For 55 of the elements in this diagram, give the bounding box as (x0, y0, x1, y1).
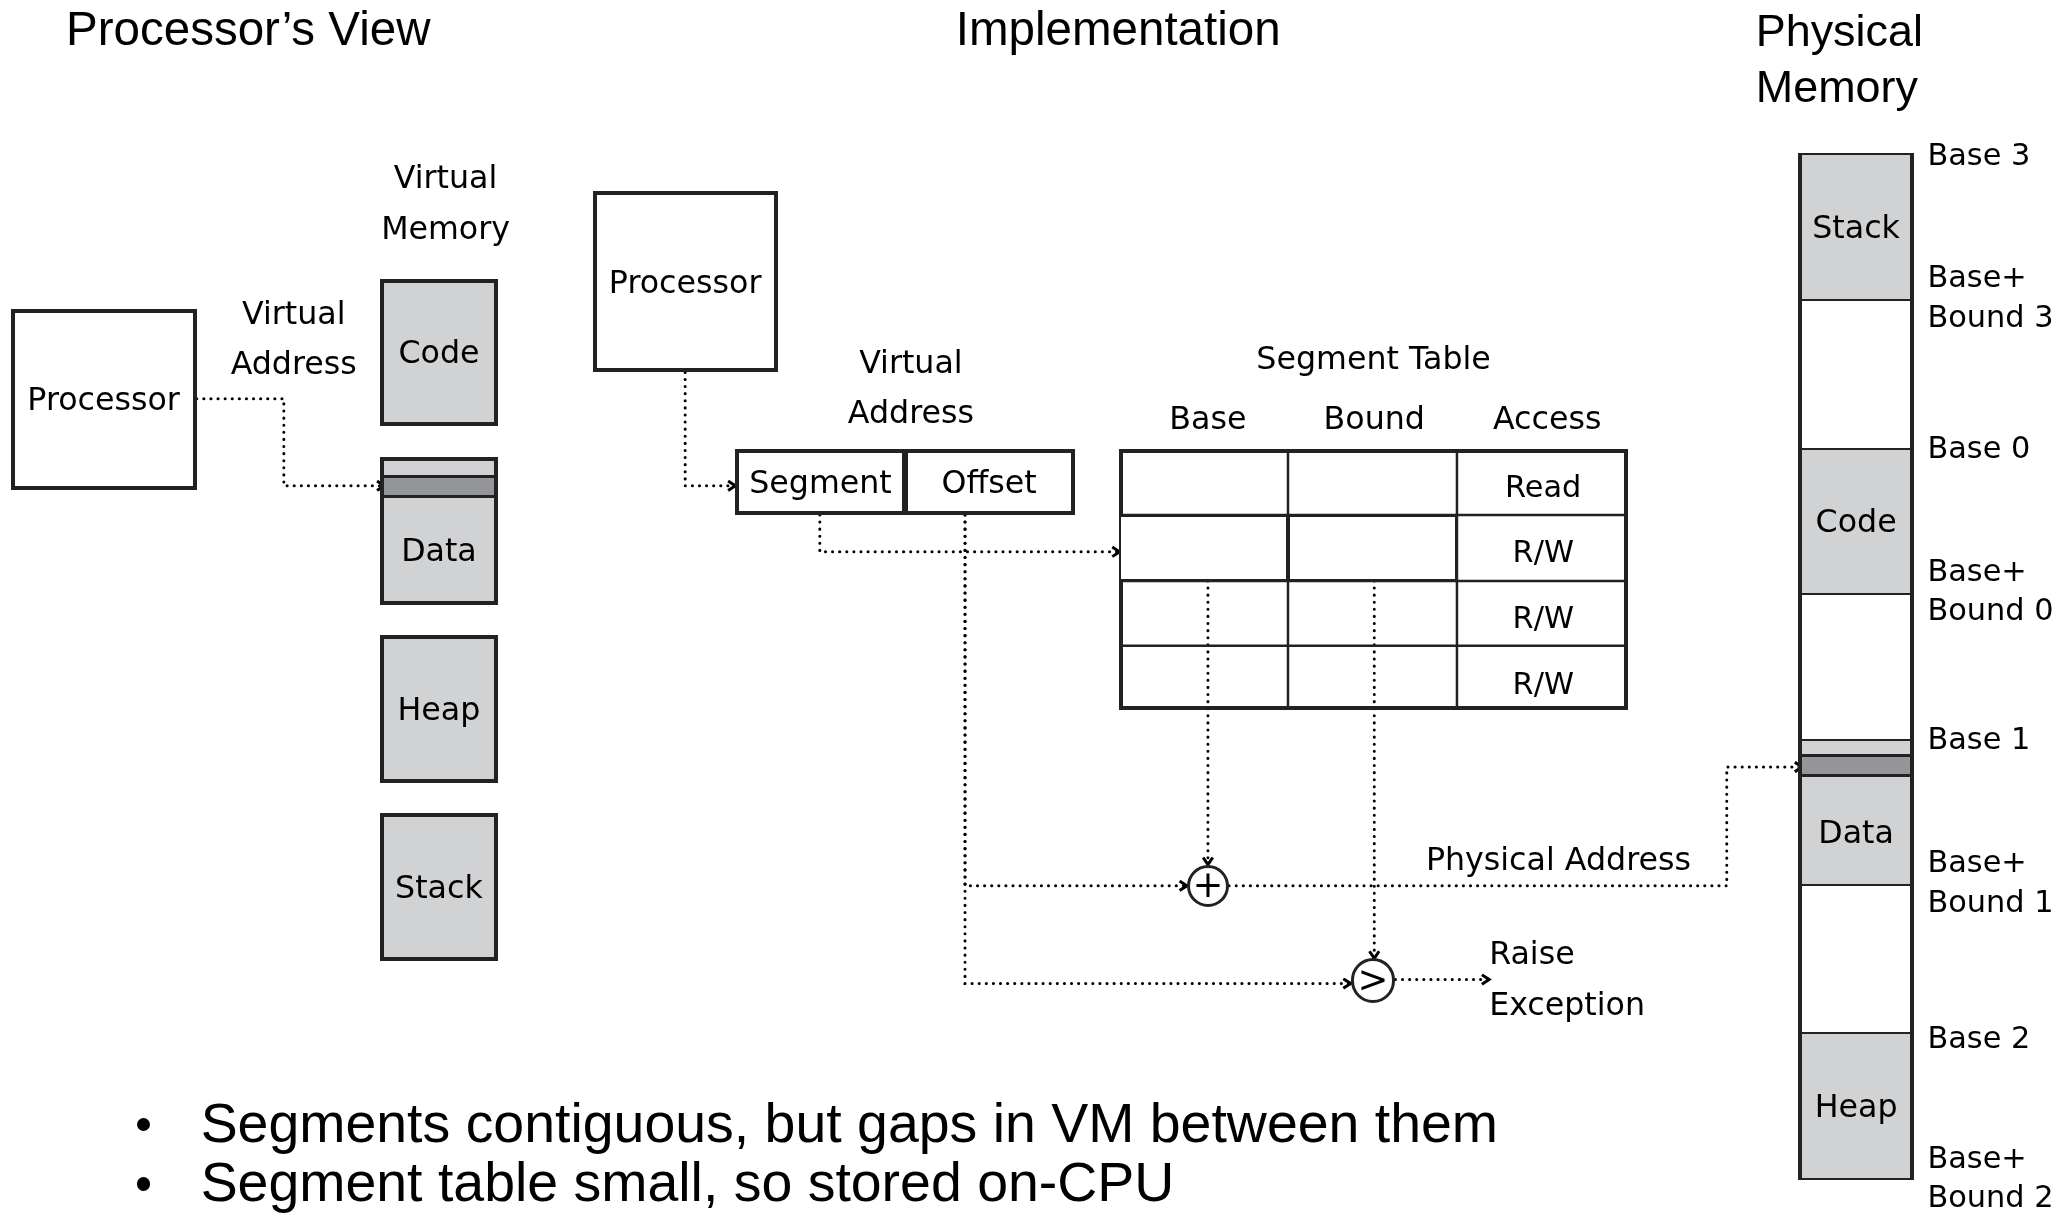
address-label: Base+ Bound 0 (1927, 551, 2055, 629)
table-heading: Segment Table (1255, 338, 1492, 378)
address-label: Base 0 (1927, 428, 2032, 467)
segment-label: Stack (1812, 209, 1900, 246)
address-label: Base+ Bound 3 (1927, 258, 2055, 336)
memory-segment (380, 635, 498, 783)
segment-label: Heap (397, 690, 481, 727)
section-heading: Implementation (955, 2, 1282, 55)
arrow (818, 513, 1121, 559)
segment-label: Code (1815, 503, 1897, 540)
memory-segment (1802, 739, 1911, 886)
address-label: Base 2 (1927, 1018, 2032, 1057)
register-field: Offset (905, 448, 1075, 515)
bullet-point: Segments contiguous, but gaps in VM between them (200, 1092, 1499, 1155)
table-text: R/W (1511, 599, 1575, 638)
segment-label: Heap (1814, 1088, 1898, 1125)
memory-segment (1802, 447, 1911, 596)
segment-label: Data (1818, 814, 1894, 851)
table-text: R/W (1511, 665, 1575, 704)
arrow (1393, 973, 1491, 986)
register-field: Segment (735, 448, 906, 515)
edge-label: Virtual Address (229, 293, 358, 384)
address-label: Base 3 (1927, 135, 2032, 174)
memory-segment (1802, 153, 1911, 301)
operator-circle: + (1186, 864, 1230, 907)
memory-segment (380, 813, 498, 962)
address-band (384, 475, 494, 498)
column-heading: Physical Memory (1755, 3, 1924, 114)
register-label: Virtual Address (846, 342, 975, 433)
table-cell (1119, 514, 1289, 581)
column-header: Bound (1322, 399, 1426, 439)
segment-label: Code (398, 334, 480, 371)
column-header: Access (1492, 399, 1603, 439)
exception-text: Raise Exception (1489, 928, 1674, 1037)
segment-label: Data (401, 532, 477, 569)
memory-segment (1802, 1032, 1911, 1181)
arrow (683, 370, 737, 493)
address-band (1802, 754, 1911, 777)
segment-label: Stack (395, 869, 483, 906)
table-text: Read (1504, 468, 1583, 507)
processor-box: Processor (592, 191, 778, 373)
address-label: Base 1 (1927, 720, 2032, 759)
table-text: R/W (1511, 533, 1575, 572)
table-cell (1288, 514, 1458, 581)
address-label: Base+ Bound 1 (1927, 843, 2055, 921)
arrow (963, 513, 1352, 990)
section-heading: Processor’s View (66, 2, 432, 55)
column-header: Base (1168, 399, 1248, 439)
edge-label: Physical Address (1424, 840, 1692, 880)
column-label: Virtual Memory (380, 157, 511, 248)
address-label: Base+ Bound 2 (1927, 1138, 2055, 1217)
operator-circle: > (1350, 958, 1396, 1004)
memory-segment (380, 278, 498, 427)
processor-box: Processor (10, 308, 197, 490)
memory-segment (380, 456, 498, 605)
